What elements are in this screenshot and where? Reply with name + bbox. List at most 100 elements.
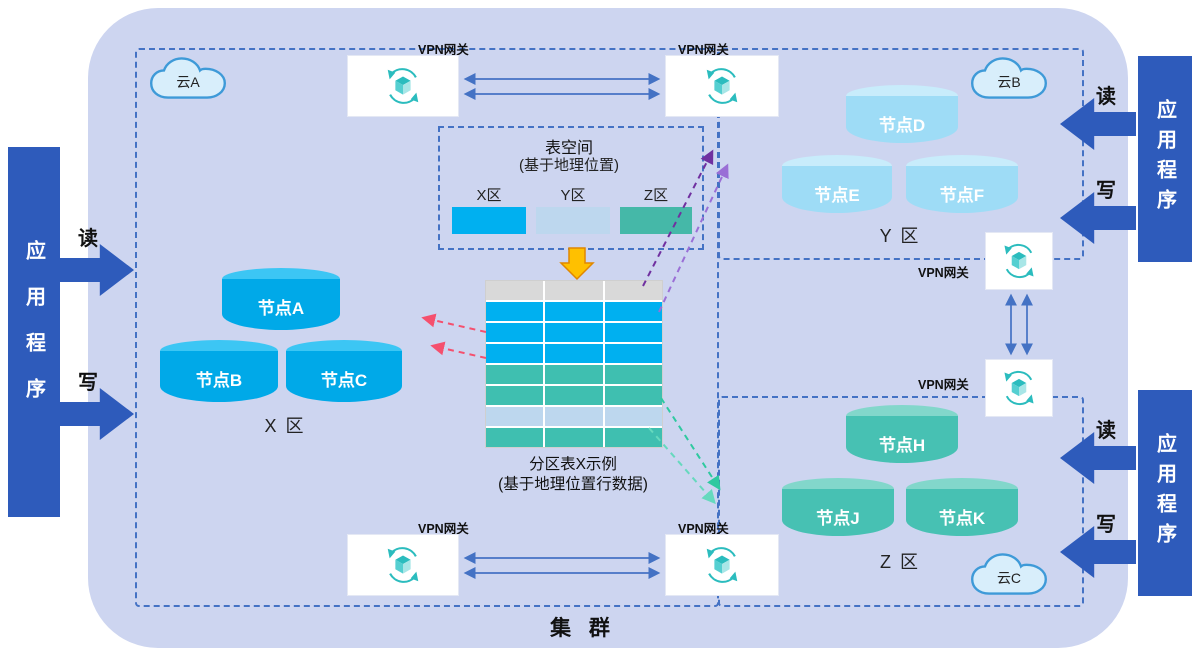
- node-label: 节点A: [257, 299, 305, 318]
- cloud-b-region: [718, 48, 1084, 260]
- partition-table-cell: [486, 407, 544, 426]
- partition-table-cell: [486, 323, 544, 342]
- cylinder-body: [286, 351, 402, 402]
- partition-table-cell: [604, 365, 662, 384]
- cylinder-body: [846, 416, 958, 463]
- cloud-b-shape: 云B: [964, 56, 1054, 104]
- cloud-a-shape: 云A: [146, 56, 230, 104]
- vpn-gateway-icon: [706, 547, 738, 583]
- zone-z-bar: [620, 207, 692, 234]
- read-label-right-top: 读: [1096, 86, 1116, 108]
- partition-table-cell: [604, 302, 662, 321]
- partition-table-caption-2: (基于地理位置行数据): [498, 476, 648, 493]
- partition-table-cell: [486, 302, 544, 321]
- write-label-left: 写: [78, 372, 98, 394]
- cluster-title: 集 群: [550, 617, 616, 640]
- cylinder-body: [906, 166, 1018, 213]
- zone-x-label: X区: [476, 187, 502, 204]
- partition-table-cell: [486, 281, 544, 300]
- app-bar-left: 应用程序: [8, 147, 60, 517]
- node-e-cylinder: 节点E: [782, 155, 892, 213]
- node-label: 节点E: [814, 186, 860, 205]
- node-f-cylinder: 节点F: [906, 155, 1018, 213]
- zone-z-label: Z区: [643, 187, 669, 204]
- node-label: 节点F: [939, 186, 985, 205]
- cylinder-body: [160, 351, 278, 402]
- cloud-a-region: [135, 48, 719, 607]
- app-bar-right-top: 应用程序: [1138, 56, 1192, 262]
- partition-table-cell: [604, 407, 662, 426]
- vpn-gateway-label: VPN网关: [678, 43, 729, 57]
- read-label-left: 读: [78, 228, 98, 250]
- node-label: 节点C: [320, 371, 368, 390]
- partition-table-cell: [604, 344, 662, 363]
- zone-y-area-label: Y 区: [879, 226, 921, 246]
- cloud-c-name: 云C: [996, 570, 1022, 586]
- vpn-gateway-box-top-left: [348, 56, 458, 116]
- partition-table-cell: [545, 323, 603, 342]
- vpn-gateway-icon: [706, 68, 738, 104]
- partition-table-caption-1: 分区表X示例: [529, 456, 617, 473]
- partition-table-cell: [604, 281, 662, 300]
- partition-table-cell: [545, 281, 603, 300]
- partition-table-cell: [545, 428, 603, 447]
- vpn-gateway-icon: [1004, 370, 1034, 406]
- app-label: 应用程序: [22, 240, 45, 424]
- partition-table-cell: [486, 386, 544, 405]
- partition-table-cell: [604, 386, 662, 405]
- cylinder-body: [906, 489, 1018, 536]
- vpn-gateway-box-right-upper: [986, 233, 1052, 289]
- app-label: 应用程序: [1153, 99, 1176, 219]
- tablespace-title: 表空间: [544, 140, 593, 157]
- cloud-a-name: 云A: [176, 74, 200, 90]
- node-h-cylinder: 节点H: [846, 405, 958, 463]
- zone-x-area-label: X 区: [264, 416, 306, 436]
- vpn-gateway-icon: [1004, 243, 1034, 279]
- node-label: 节点J: [816, 509, 860, 528]
- node-label: 节点K: [938, 509, 986, 528]
- tablespace-subtitle: (基于地理位置): [519, 157, 619, 174]
- cloud-b-name: 云B: [997, 74, 1021, 90]
- node-k-cylinder: 节点K: [906, 478, 1018, 536]
- partition-table-cell: [486, 344, 544, 363]
- zone-y-bar: [536, 207, 610, 234]
- node-label: 节点D: [878, 116, 926, 135]
- partition-table-cell: [545, 386, 603, 405]
- vpn-gateway-box-bottom-mid: [666, 535, 778, 595]
- partition-table-cell: [486, 365, 544, 384]
- vpn-gateway-label: VPN网关: [418, 522, 469, 536]
- vpn-gateway-label: VPN网关: [418, 43, 469, 57]
- cylinder-body: [846, 96, 958, 143]
- partition-table-cell: [486, 428, 544, 447]
- zone-y-label: Y区: [560, 187, 586, 204]
- vpn-gateway-box-bottom-left: [348, 535, 458, 595]
- cloud-icon: [970, 553, 1048, 595]
- vpn-gateway-box-top-mid: [666, 56, 778, 116]
- partition-table-cell: [604, 323, 662, 342]
- vpn-gateway-label: VPN网关: [918, 266, 969, 280]
- node-c-cylinder: 节点C: [286, 340, 402, 402]
- write-label-right-top: 写: [1096, 180, 1116, 202]
- cylinder-body: [782, 489, 894, 536]
- partition-table: [485, 280, 663, 448]
- zone-z-area-label: Z 区: [880, 552, 920, 572]
- cylinder-body: [782, 166, 892, 213]
- read-label-right-bottom: 读: [1096, 420, 1116, 442]
- app-bar-right-bottom: 应用程序: [1138, 390, 1192, 596]
- partition-table-cell: [604, 428, 662, 447]
- cylinder-body: [222, 279, 340, 330]
- node-j-cylinder: 节点J: [782, 478, 894, 536]
- cloud-icon: [970, 57, 1048, 99]
- app-label: 应用程序: [1153, 433, 1176, 553]
- vpn-gateway-icon: [387, 547, 419, 583]
- node-d-cylinder: 节点D: [846, 85, 958, 143]
- node-label: 节点H: [878, 436, 926, 455]
- cloud-icon: [149, 57, 227, 99]
- node-label: 节点B: [195, 371, 243, 390]
- cloud-c-shape: 云C: [964, 552, 1054, 600]
- vpn-gateway-label: VPN网关: [918, 378, 969, 392]
- vpn-gateway-label: VPN网关: [678, 522, 729, 536]
- cloud-c-region: [718, 396, 1084, 607]
- zone-x-bar: [452, 207, 526, 234]
